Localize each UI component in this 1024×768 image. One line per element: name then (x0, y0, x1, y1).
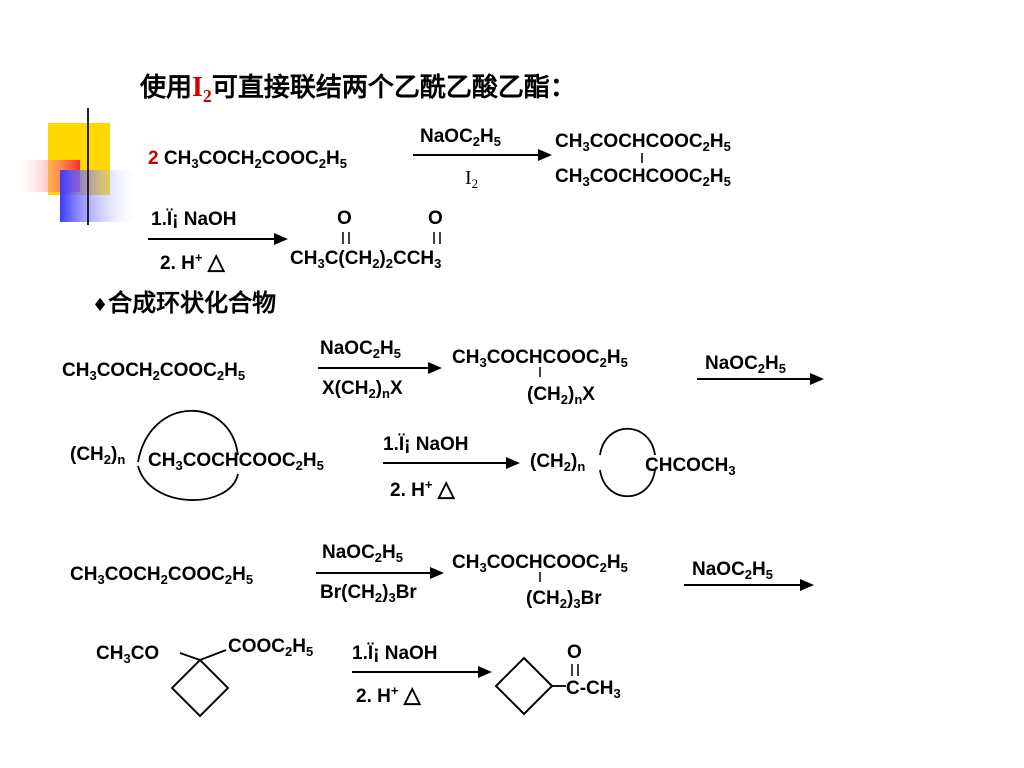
rxn1-reagent-bottom: I2 (465, 167, 479, 191)
rxn2-reagent-top: NaOC2H5 (320, 338, 401, 361)
rxn1-step2-top: 1.Ï¡ NaOH (151, 209, 237, 230)
rxn1-reactant: 2 CH3COCH2COOC2H5 (148, 148, 347, 171)
rxn2-intermediate: CH3COCHCOOC2H5 (452, 347, 628, 370)
cyclobutane-ring (170, 658, 230, 718)
rxn2-intermediate-sub: (CH2)nX (527, 384, 595, 407)
rxn3-reagent-top: NaOC2H5 (322, 542, 403, 565)
page-title: 使用I2可直接联结两个乙酰乙酸乙酯： (140, 72, 576, 106)
rxn2-product-right: CHCOCH3 (645, 455, 736, 478)
rxn3-reactant: CH3COCH2COOC2H5 (70, 564, 254, 587)
rxn1-reagent-top: NaOC2H5 (420, 126, 501, 149)
decor-blue-bar (60, 170, 140, 222)
rxn1-step2-bottom: 2. H+ △ (160, 249, 225, 275)
rxn1-oxygen-2: O (428, 208, 443, 229)
rxn2-reagent-bottom: X(CH2)nX (322, 378, 403, 401)
product-cyclobutane (494, 656, 554, 716)
rxn3-reagent-bottom: Br(CH2)3Br (320, 582, 417, 605)
rxn3-intermediate-sub: (CH2)3Br (526, 588, 602, 611)
rxn3-cyclo-right: COOC2H5 (228, 636, 314, 659)
rxn2-step-top: 1.Ï¡ NaOH (383, 434, 469, 455)
rxn3-product-group: C-CH3 (566, 678, 621, 701)
rxn2-reagent2: NaOC2H5 (705, 353, 786, 376)
rxn3-step-top: 1.Ï¡ NaOH (352, 643, 438, 664)
rxn2-reactant: CH3COCH2COOC2H5 (62, 360, 246, 383)
rxn1-product-top: CH3COCHCOOC2H5 (555, 131, 731, 154)
rxn3-cyclo-left: CH3CO (96, 643, 160, 666)
rxn2-ring-left: (CH2)n (70, 444, 126, 467)
rxn1-oxygen-1: O (337, 208, 352, 229)
diamond-bullet-icon: ♦ (92, 295, 109, 316)
rxn2-ring-compound: CH3COCHCOOC2H5 (148, 450, 324, 473)
rxn1-product2: CH3C(CH2)2CCH3 (290, 248, 442, 271)
rxn3-product-oxygen: O (567, 642, 582, 663)
rxn2-step-bottom: 2. H+ △ (390, 476, 455, 502)
rxn1-product-bottom: CH3COCHCOOC2H5 (555, 166, 731, 189)
section-heading: ♦合成环状化合物 (92, 289, 277, 317)
rxn3-step-bottom: 2. H+ △ (356, 682, 421, 708)
rxn3-reagent2: NaOC2H5 (692, 559, 773, 582)
rxn3-intermediate: CH3COCHCOOC2H5 (452, 552, 628, 575)
rxn2-product-ring-left: (CH2)n (530, 451, 586, 474)
